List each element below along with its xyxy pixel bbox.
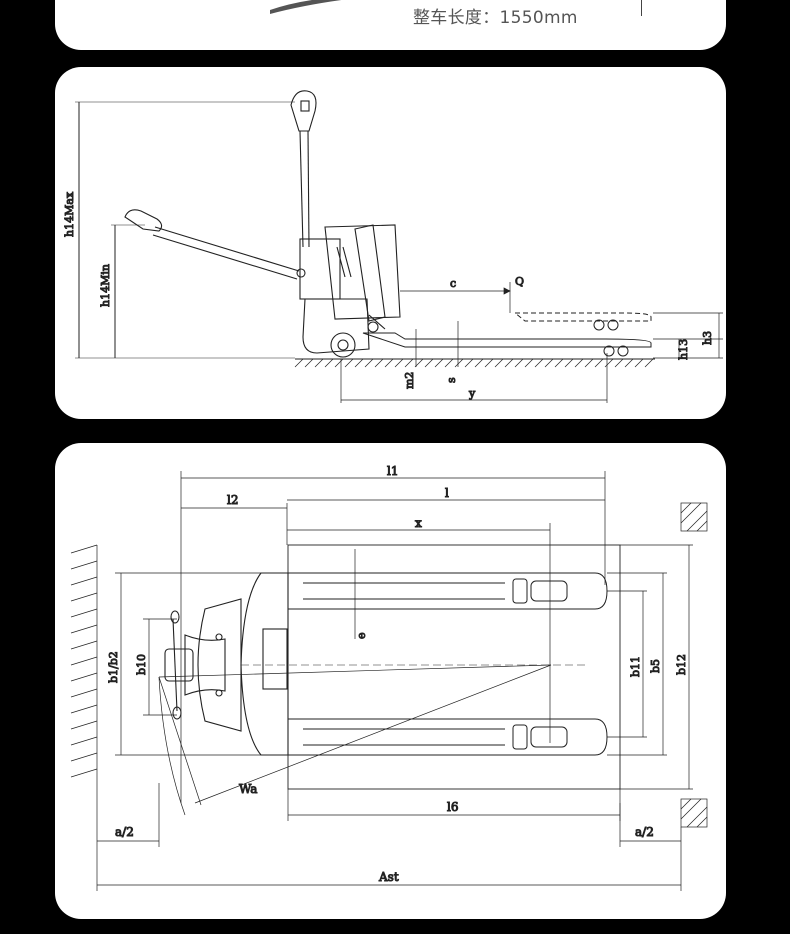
truck-body	[299, 224, 401, 358]
label-a2-left: a/2	[115, 825, 134, 839]
label-b11: b11	[629, 656, 642, 677]
tiller-lowered	[124, 209, 306, 280]
label-x: x	[415, 516, 422, 530]
label-a2-right: a/2	[635, 825, 654, 839]
label-ast: Ast	[378, 870, 399, 884]
plan-view-drawing: l1 l2 l x	[70, 464, 708, 891]
turning-radius	[158, 664, 552, 816]
label-q: Q	[515, 275, 524, 288]
label-m2: m2	[403, 372, 416, 389]
wall-right	[680, 502, 708, 828]
label-h13: h13	[677, 339, 690, 360]
dimension-h3-h13	[653, 312, 723, 359]
label-l6: l6	[447, 800, 458, 814]
divider	[641, 0, 642, 16]
ground-hatch	[294, 358, 655, 368]
label-l2: l2	[227, 493, 238, 507]
label-y: y	[468, 387, 476, 400]
forks	[362, 312, 652, 357]
label-s: s	[445, 377, 458, 383]
label-wa: Wa	[239, 782, 257, 796]
height-dimensions	[75, 101, 295, 359]
dimension-y	[340, 353, 608, 403]
label-h14min: h14Min	[99, 264, 112, 307]
right-dimensions	[607, 544, 693, 790]
dimension-m2-s	[415, 321, 459, 367]
label-b1-b2: b1/b2	[107, 651, 120, 683]
label-l1: l1	[387, 464, 398, 478]
forks-plan	[287, 572, 608, 756]
truck-body-plan	[164, 572, 289, 756]
length-card: 整车长度：1550mm	[55, 0, 726, 50]
top-shading	[270, 0, 342, 14]
vehicle-length-text: 整车长度：1550mm	[413, 8, 578, 28]
wall-left	[70, 544, 98, 789]
label-h3: h3	[701, 331, 714, 345]
top-dimensions	[180, 471, 606, 803]
plan-view-card: l1 l2 l x	[55, 443, 726, 919]
tiller-upright	[290, 90, 317, 248]
label-c: c	[450, 277, 456, 290]
label-l: l	[445, 486, 449, 500]
dimension-c	[400, 282, 511, 313]
label-h14max: h14Max	[63, 191, 76, 237]
side-view-card: h14Max h14Min	[55, 67, 726, 419]
left-dimensions	[115, 572, 261, 756]
dimension-a2	[96, 783, 682, 891]
label-b5: b5	[649, 659, 662, 673]
pallet-outline	[287, 544, 621, 790]
label-b12: b12	[675, 654, 688, 675]
side-view-drawing: h14Max h14Min	[63, 90, 723, 403]
label-b10: b10	[135, 654, 148, 675]
label-e: e	[355, 632, 368, 639]
